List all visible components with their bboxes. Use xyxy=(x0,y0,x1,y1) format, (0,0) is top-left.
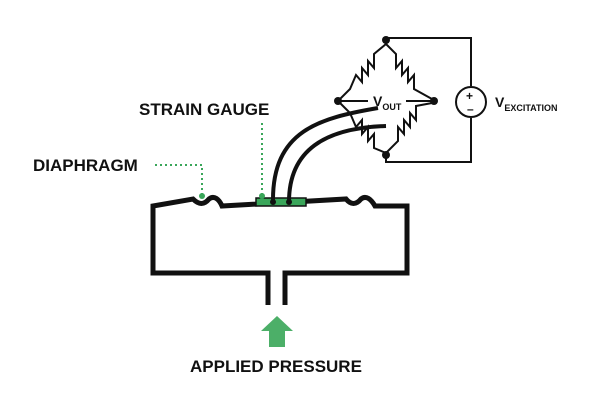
bridge-node-right xyxy=(430,97,438,105)
bridge-node-top xyxy=(382,36,390,44)
diaphragm-leader xyxy=(155,164,203,194)
resistor-bottom-right xyxy=(385,102,433,154)
strain-gauge-leader-dot xyxy=(259,193,265,199)
diaphragm-leader-dot xyxy=(199,193,205,199)
resistor-bottom-left xyxy=(339,102,387,154)
resistor-top-left xyxy=(339,43,387,100)
bridge-node-left xyxy=(334,97,342,105)
bridge-node-bottom xyxy=(382,151,390,159)
vexcitation-label: VEXCITATION xyxy=(495,94,558,113)
up-arrow-icon xyxy=(261,316,293,347)
strain-gauge xyxy=(255,197,307,207)
dc-voltage-source-icon: + – xyxy=(455,86,487,118)
svg-text:+: + xyxy=(466,89,473,103)
diaphragm-label: DIAPHRAGM xyxy=(33,156,138,175)
wheatstone-bridge xyxy=(339,37,472,163)
lead-wire-inner xyxy=(287,124,387,203)
sensor-housing xyxy=(150,194,410,305)
svg-text:–: – xyxy=(467,102,474,116)
strain-gauge-label: STRAIN GAUGE xyxy=(139,100,269,119)
resistor-top-right xyxy=(385,43,433,100)
applied-pressure-label: APPLIED PRESSURE xyxy=(190,357,362,376)
vout-label: VOUT xyxy=(373,93,402,112)
lead-wire-outer xyxy=(270,106,379,203)
